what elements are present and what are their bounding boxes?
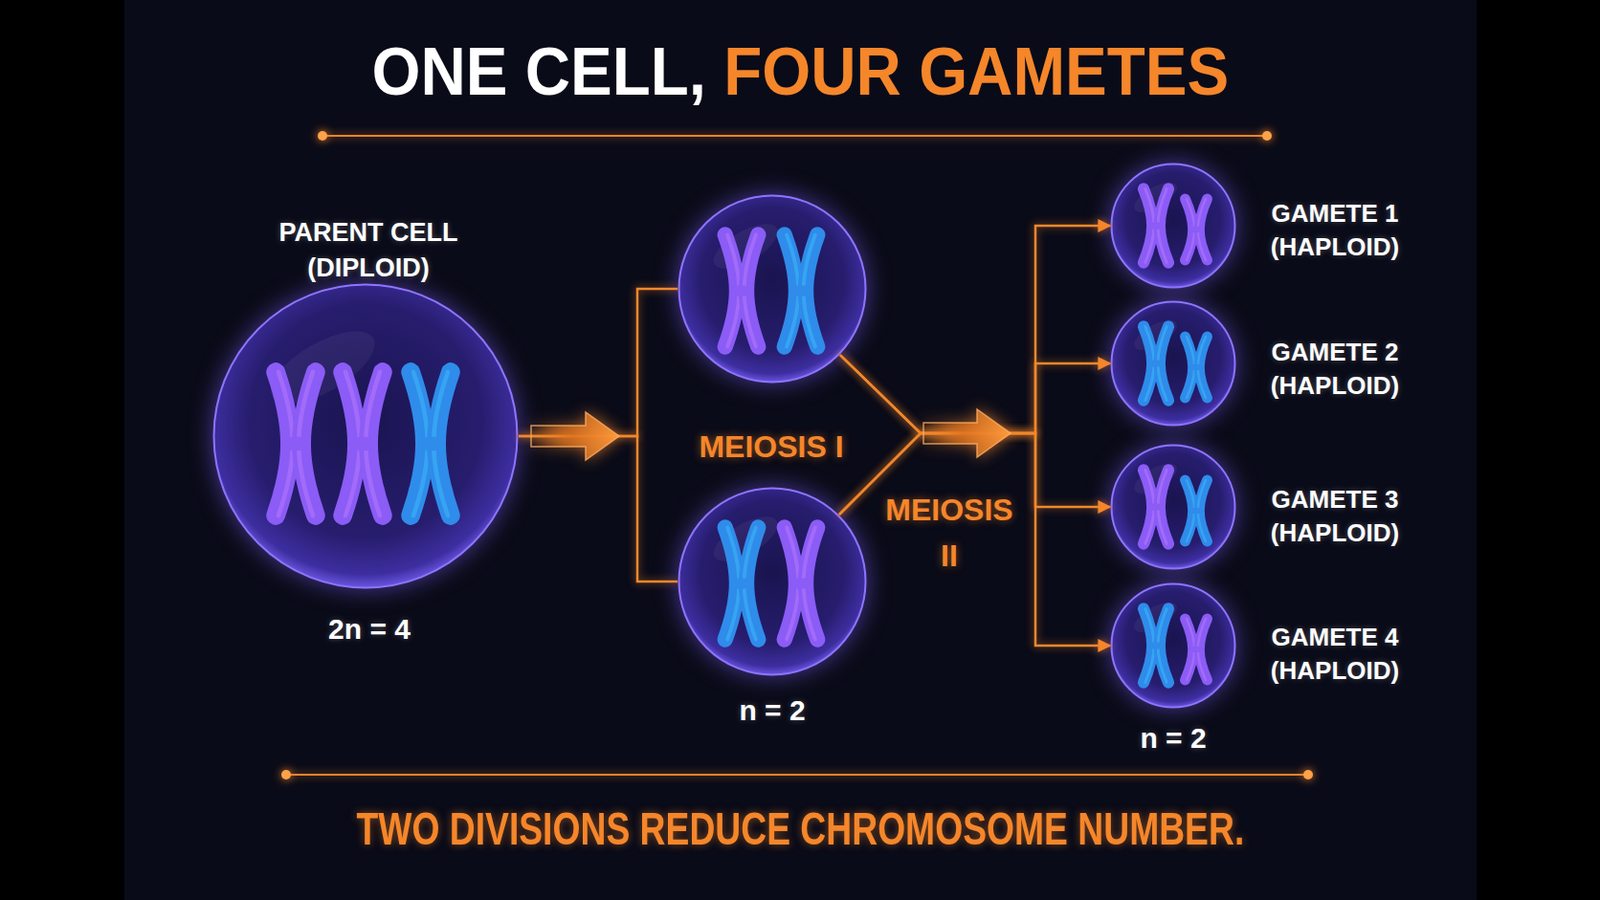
panel <box>124 0 1477 900</box>
cell-node: n = 2 <box>677 487 867 677</box>
cell-node: GAMETE 2 (HAPLOID) <box>1110 300 1237 427</box>
cell-membrane <box>1111 584 1236 709</box>
centromere <box>791 285 810 297</box>
rule-dot <box>281 770 291 780</box>
cell-node: GAMETE 1 (HAPLOID) <box>1110 162 1237 289</box>
cell-label: GAMETE 3 (HAPLOID) <box>1239 483 1431 551</box>
cell-label: MEIOSIS I <box>627 427 915 467</box>
centromere <box>732 577 751 590</box>
rule-dot <box>1262 131 1272 141</box>
division-connector <box>840 225 1111 434</box>
cell-membrane <box>1111 164 1236 289</box>
diagram-title-row: ONE CELL, FOUR GAMETES <box>0 33 1600 112</box>
cell-label: GAMETE 1 (HAPLOID) <box>1239 197 1431 265</box>
centromere <box>732 285 751 297</box>
centromere <box>1149 503 1163 512</box>
cell-shape <box>677 194 867 384</box>
cell-membrane <box>1111 445 1236 570</box>
cell-node: PARENT CELL (DIPLOID)2n = 4 <box>212 283 519 590</box>
cell-label: 2n = 4 <box>273 612 466 647</box>
division-connector <box>518 436 678 582</box>
centromere <box>1149 359 1163 368</box>
cell-label: n = 2 <box>676 693 868 729</box>
division-connector <box>840 355 1111 434</box>
diagram-title: ONE CELL, FOUR GAMETES <box>371 33 1229 112</box>
rule-dot <box>317 131 328 141</box>
rule-dot <box>1303 770 1313 780</box>
chromosome-group <box>1143 327 1207 401</box>
cell-membrane <box>679 196 867 383</box>
cell-membrane <box>1111 302 1236 426</box>
division-arrow <box>531 412 620 461</box>
title-rule <box>322 134 1267 137</box>
cell-label: PARENT CELL (DIPLOID) <box>244 215 493 287</box>
centromere <box>1149 642 1163 650</box>
cell-label: GAMETE 4 (HAPLOID) <box>1239 621 1431 689</box>
centromere <box>284 437 307 452</box>
cell-label: GAMETE 2 (HAPLOID) <box>1239 335 1431 403</box>
centromere <box>1190 646 1203 653</box>
division-arrow <box>923 409 1011 458</box>
cell-shape <box>1110 162 1237 289</box>
chromosome-group <box>275 372 451 516</box>
cell-membrane <box>214 285 518 589</box>
division-connector <box>839 433 1111 646</box>
cell-shape <box>1110 444 1237 571</box>
centromere <box>419 437 442 452</box>
cell-node: GAMETE 4 (HAPLOID) <box>1110 582 1237 710</box>
centromere <box>1149 222 1163 230</box>
cell-shape <box>212 283 519 590</box>
cell-node: GAMETE 3 (HAPLOID) <box>1110 444 1237 571</box>
cell-shape <box>1110 582 1237 710</box>
cell-shape <box>677 487 867 677</box>
chromosome-group <box>1143 189 1207 264</box>
caption-rule <box>286 774 1309 777</box>
division-connector <box>518 288 678 437</box>
cell-shape <box>1110 300 1237 427</box>
centromere <box>1190 364 1203 371</box>
chromosome-group <box>725 528 819 641</box>
centromere <box>791 577 810 590</box>
stage-label: MEIOSIS II <box>880 487 1020 579</box>
diagram-caption: TWO DIVISIONS REDUCE CHROMOSOME NUMBER. <box>355 802 1245 856</box>
chromosome-group <box>1143 609 1207 684</box>
centromere <box>1190 508 1203 514</box>
chromosome-group <box>1143 470 1207 545</box>
chromosome-group <box>725 235 819 348</box>
cell-node: MEIOSIS I <box>677 194 867 384</box>
centromere <box>351 437 374 452</box>
stage-label: n = 2 <box>1077 721 1269 756</box>
diagram-caption-row: TWO DIVISIONS REDUCE CHROMOSOME NUMBER. <box>0 802 1600 856</box>
cell-membrane <box>679 488 867 676</box>
centromere <box>1190 226 1203 233</box>
